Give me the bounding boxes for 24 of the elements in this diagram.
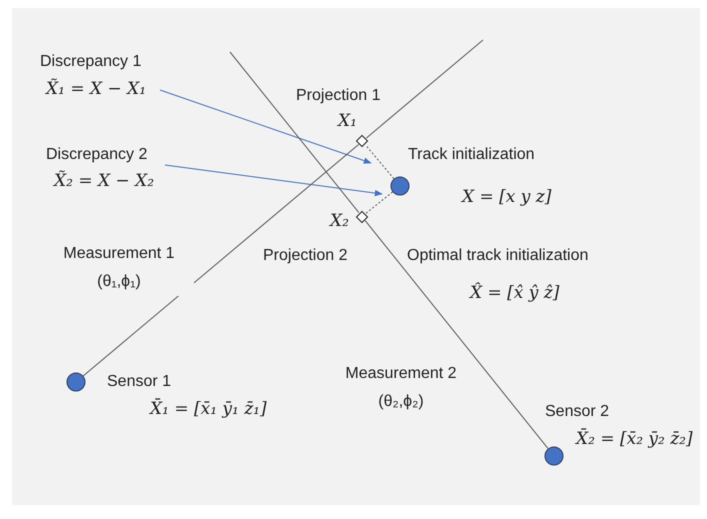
math-formula: X₁ [338, 110, 357, 132]
math-formula: X̂ = [x̂ ŷ ẑ] [470, 282, 560, 304]
measurement-line [230, 52, 360, 214]
math-formula: X̃₂ = X − X₂ [54, 170, 154, 192]
note-label: Optimal track initialization [407, 246, 588, 266]
arrow [164, 164, 383, 196]
measurement-line [364, 220, 549, 450]
dotted-line [365, 191, 394, 214]
node-label: Sensor 1 [107, 372, 172, 392]
measurement-line [82, 144, 360, 376]
math-formula: X̄₁ = [x̄₁ ȳ₁ z̄₁] [150, 398, 267, 420]
node-label: Track initialization [408, 145, 535, 165]
math-formula: X = [x y z] [462, 186, 552, 208]
arrow [160, 90, 372, 164]
node-label: Projection 2 [263, 246, 348, 266]
math-formula: X̃₁ = X − X₁ [46, 78, 146, 100]
math-formula: X₂ [330, 210, 349, 232]
node-label: Projection 1 [296, 86, 380, 106]
math-formula: X̄₂ = [x̄₂ ȳ₂ z̄₂] [576, 428, 693, 450]
node-label: Discrepancy 2 [46, 145, 148, 165]
node-label: Discrepancy 1 [40, 52, 142, 72]
node-label: Sensor 2 [545, 402, 610, 422]
dotted-line [365, 144, 394, 180]
measurement-line [366, 40, 484, 139]
